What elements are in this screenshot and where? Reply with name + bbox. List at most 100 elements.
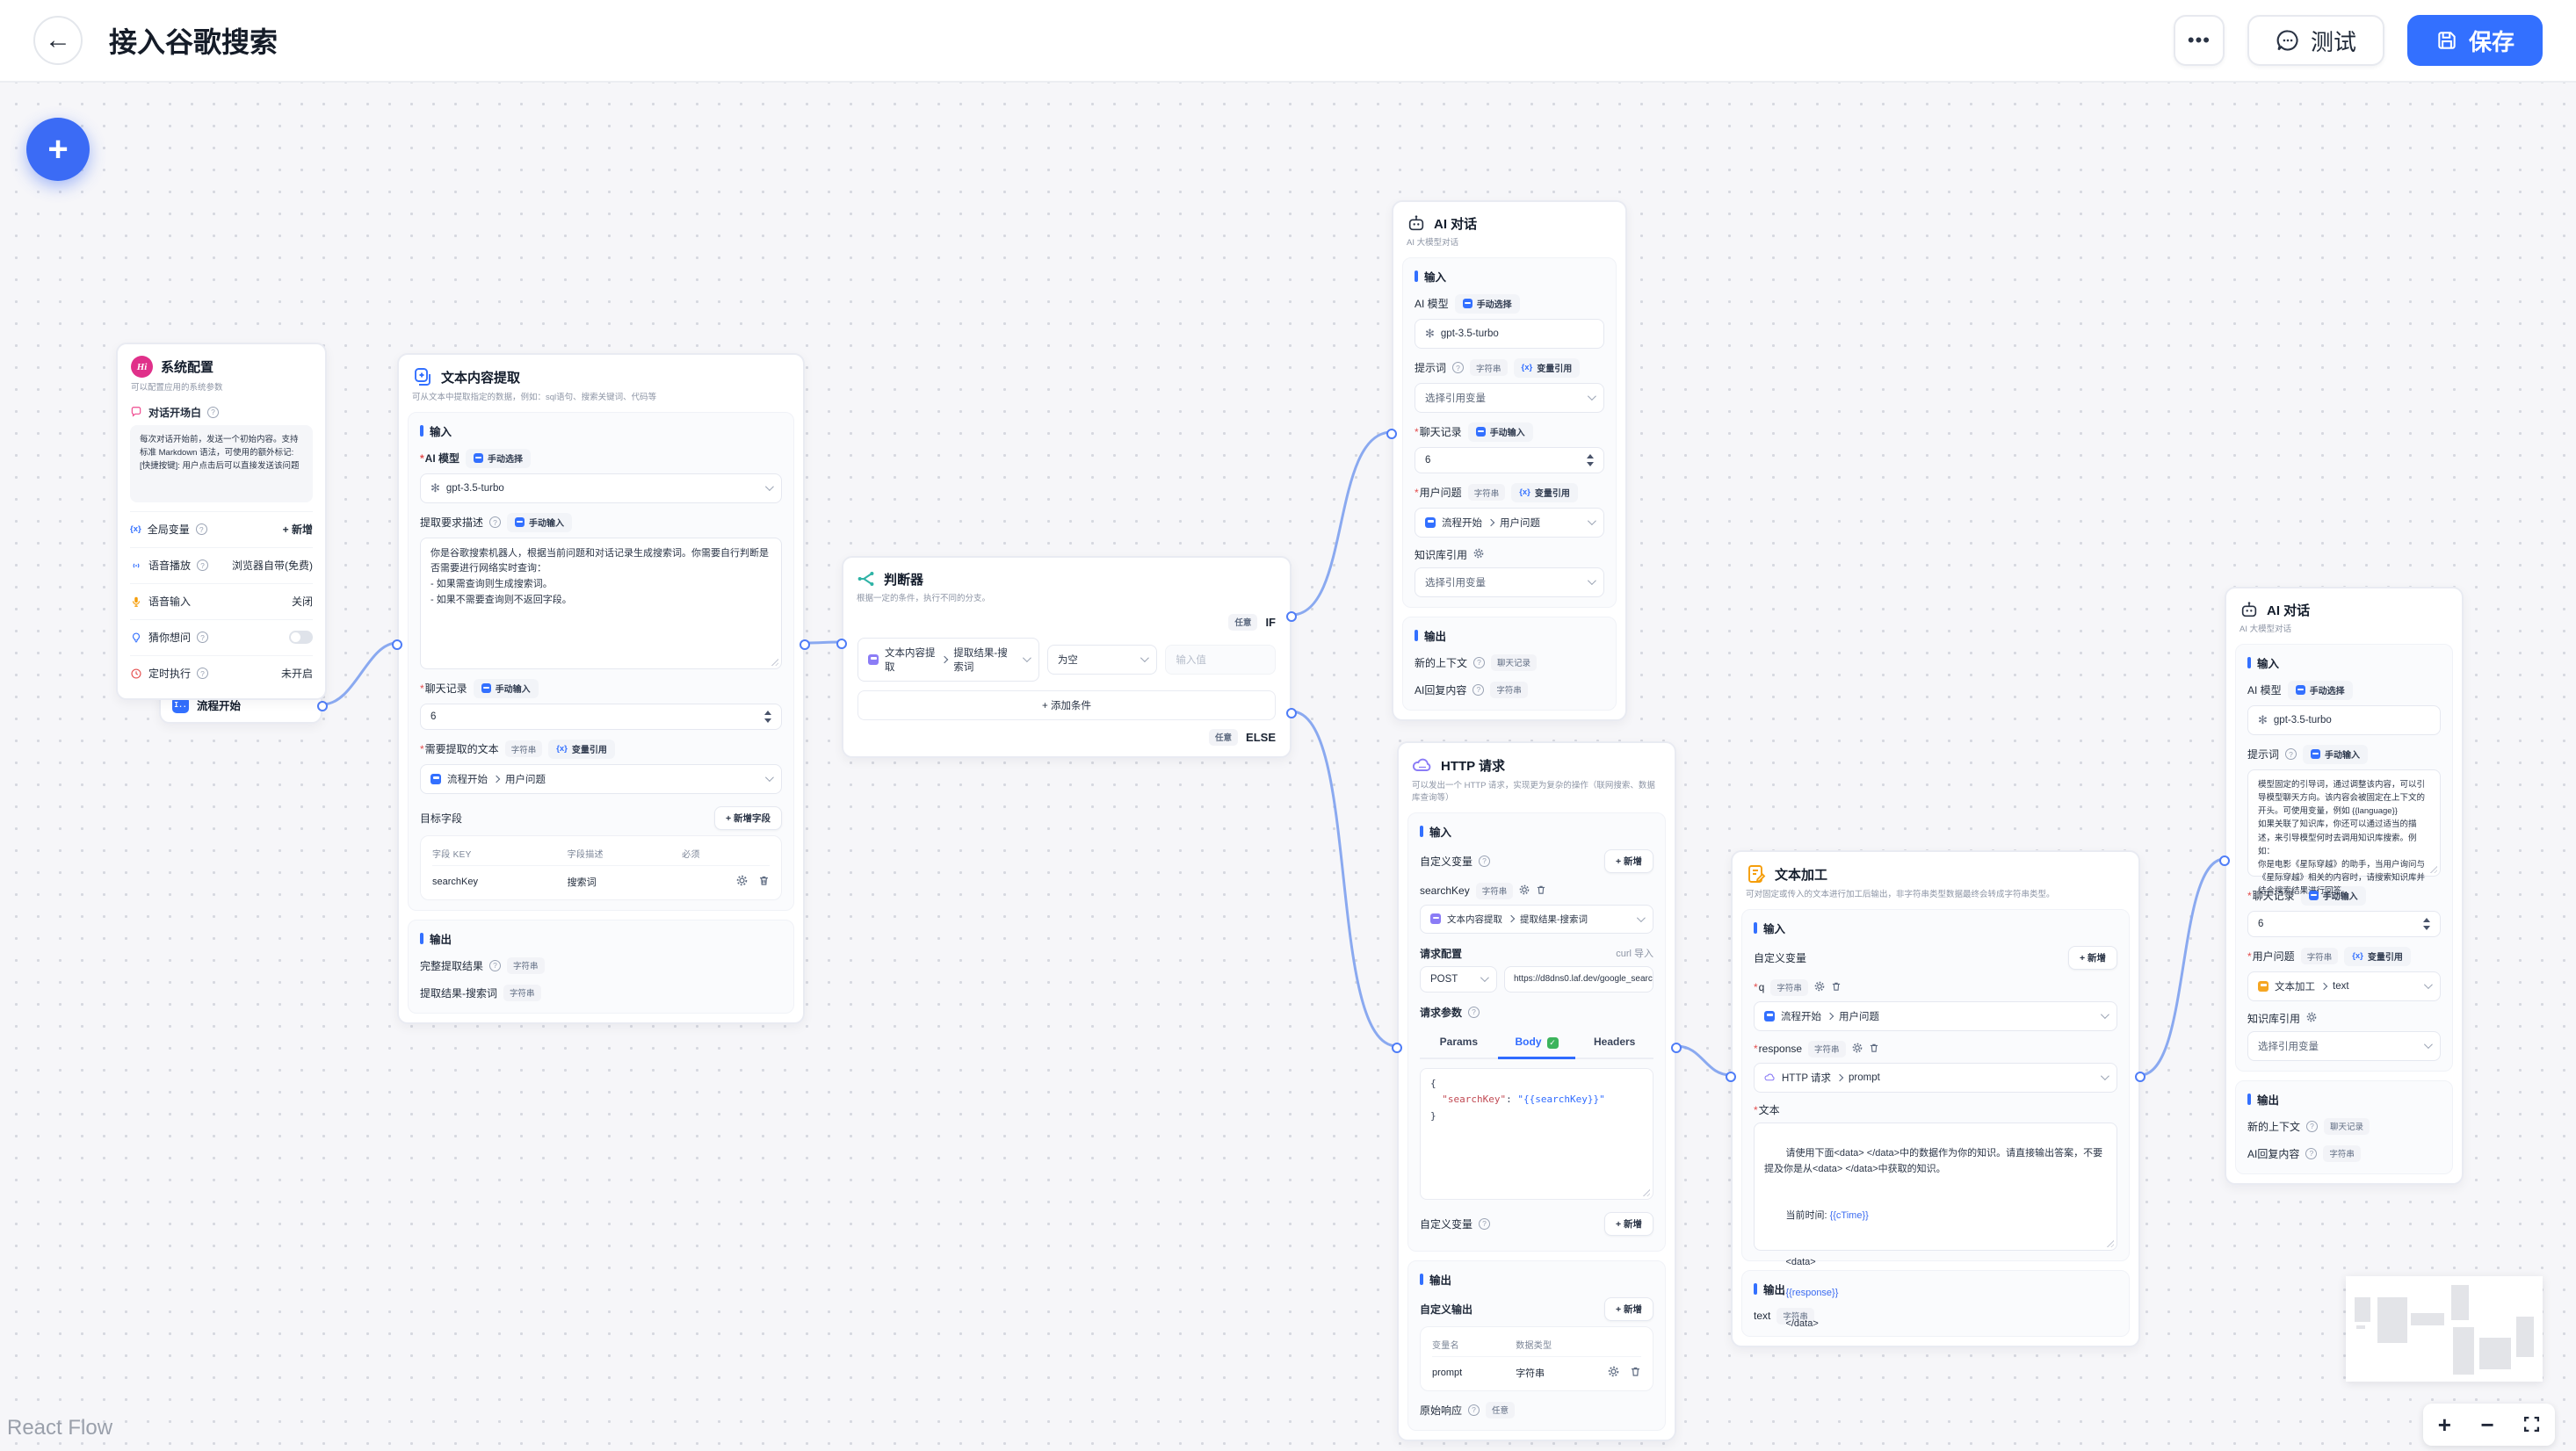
kb-ref-select[interactable]: 选择引用变量 <box>1415 567 1604 597</box>
voice-input-value[interactable]: 关闭 <box>291 596 313 609</box>
target-handle[interactable] <box>1386 429 1397 439</box>
gear-icon[interactable] <box>2306 1012 2317 1025</box>
prompt-textarea[interactable]: 模型固定的引导词，通过调整该内容，可以引导模型聊天方向。该内容会被固定在上下文的… <box>2247 769 2441 896</box>
more-menu-button[interactable]: ••• <box>2173 15 2225 66</box>
else-source-handle[interactable] <box>1286 708 1297 718</box>
history-number-input[interactable]: 6 <box>420 703 782 730</box>
question-ref-select[interactable]: 文本加工 text <box>2247 971 2441 1001</box>
response-ref-select[interactable]: HTTP 请求 prompt <box>1754 1062 2117 1093</box>
history-label: 聊天记录 <box>1415 424 1462 439</box>
source-handle[interactable] <box>800 639 810 650</box>
global-variable-icon: {x} <box>130 524 141 535</box>
condition-value-input[interactable]: 输入值 <box>1165 644 1276 675</box>
tab-headers[interactable]: Headers <box>1593 1035 1636 1048</box>
add-condition-button[interactable]: + 添加条件 <box>857 689 1276 720</box>
number-steppers[interactable] <box>2423 917 2430 930</box>
node-http-request[interactable]: HTTP 请求 可以发出一个 HTTP 请求，实现更为复杂的操作（联网搜索、数据… <box>1392 741 1682 1441</box>
kb-ref-select[interactable]: 选择引用变量 <box>2247 1030 2441 1061</box>
trash-icon[interactable] <box>1831 981 1842 994</box>
resize-handle[interactable] <box>1642 1188 1650 1196</box>
model-label: AI 模型 <box>2247 684 2282 697</box>
source-handle[interactable] <box>317 701 328 711</box>
node-text-process[interactable]: 文本加工 可对固定或传入的文本进行加工后输出，非字符串类型数据最终会转成字符串类… <box>1726 850 2145 1347</box>
tab-params[interactable]: Params <box>1439 1035 1479 1048</box>
add-variable-button[interactable]: + 新增 <box>2067 945 2117 970</box>
tts-value[interactable]: 浏览器自带(免费) <box>232 559 313 573</box>
if-source-handle[interactable] <box>1286 611 1297 622</box>
prompt-ref-select[interactable]: 选择引用变量 <box>1415 382 1604 413</box>
node-subtitle: 可以发出一个 HTTP 请求，实现更为复杂的操作（联网搜索、数据库查询等） <box>1412 781 1655 803</box>
welcome-textarea[interactable]: 每次对话开始前，发送一个初始内容。支持标准 Markdown 语法，可使用的额外… <box>130 424 313 502</box>
target-handle[interactable] <box>836 639 847 649</box>
gear-icon[interactable] <box>1608 1366 1619 1380</box>
guess-question-toggle[interactable] <box>289 631 313 645</box>
schedule-value[interactable]: 未开启 <box>280 668 313 681</box>
node-text-extract[interactable]: 文本内容提取 可从文本中提取指定的数据，例如：sql语句、搜索关键词、代码等 输… <box>392 353 810 1024</box>
row-label: 定时执行 <box>148 668 192 681</box>
help-icon: ? <box>2305 1147 2318 1159</box>
url-input[interactable]: https://d8dns0.laf.dev/google_search <box>1504 965 1653 993</box>
number-steppers[interactable] <box>764 710 771 723</box>
add-field-button[interactable]: + 新增字段 <box>713 805 782 830</box>
body-json-editor[interactable]: { "searchKey": "{{searchKey}}" } <box>1420 1067 1653 1200</box>
resize-handle[interactable] <box>2106 1238 2114 1247</box>
tab-body[interactable]: Body✓ <box>1497 1029 1576 1059</box>
gear-icon[interactable] <box>1814 981 1825 994</box>
kb-label: 知识库引用 <box>2247 1012 2301 1025</box>
chevron-down-icon <box>1636 913 1646 922</box>
resize-handle[interactable] <box>2429 864 2437 873</box>
fit-view-button[interactable] <box>2523 1411 2540 1439</box>
target-handle[interactable] <box>392 639 402 650</box>
node-condition[interactable]: 判断器 根据一定的条件，执行不同的分支。 任意 IF 文本内容提取 提取结果-搜… <box>836 556 1297 758</box>
trash-icon[interactable] <box>758 875 770 889</box>
test-button[interactable]: 测试 <box>2247 15 2384 66</box>
extract-desc-textarea[interactable]: 你是谷歌搜索机器人，根据当前问题和对话记录生成搜索词。你需要自行判断是否需要进行… <box>420 537 782 669</box>
operator-select[interactable]: 为空 <box>1046 644 1158 675</box>
q-ref-select[interactable]: 流程开始 用户问题 <box>1754 1000 2117 1031</box>
var-ref-select[interactable]: 文本内容提取 提取结果-搜索词 <box>1420 904 1653 934</box>
question-ref-select[interactable]: 流程开始 用户问题 <box>1415 507 1604 538</box>
condition-ref-select[interactable]: 文本内容提取 提取结果-搜索词 <box>857 637 1039 682</box>
node-ai-chat-top[interactable]: AI 对话 AI 大模型对话 输入 AI 模型 手动选择 ✻ gpt-3.5-t… <box>1386 200 1627 721</box>
add-variable-button[interactable]: + 新增 <box>1603 1211 1653 1236</box>
method-select[interactable]: POST <box>1420 965 1497 993</box>
add-variable-button[interactable]: + 新增 <box>282 523 313 537</box>
chevron-down-icon <box>1587 392 1596 401</box>
zoom-out-button[interactable]: − <box>2480 1411 2494 1438</box>
gear-icon[interactable] <box>1473 548 1484 561</box>
number-steppers[interactable] <box>1587 453 1594 466</box>
model-select[interactable]: ✻ gpt-3.5-turbo <box>2247 704 2441 735</box>
save-button[interactable]: 保存 <box>2406 15 2543 66</box>
source-handle[interactable] <box>2135 1072 2145 1082</box>
model-select[interactable]: ✻ gpt-3.5-turbo <box>420 473 782 503</box>
curl-import-button[interactable]: curl 导入 <box>1616 949 1653 960</box>
source-ref-select[interactable]: 流程开始 用户问题 <box>420 763 782 794</box>
add-node-button[interactable]: + <box>26 118 90 181</box>
resize-handle[interactable] <box>771 657 778 666</box>
node-ai-chat-right[interactable]: AI 对话 AI 大模型对话 输入 AI 模型 手动选择 ✻ gpt-3.5-t… <box>2219 587 2464 1185</box>
back-button[interactable]: ← <box>33 16 83 65</box>
zoom-in-button[interactable]: + <box>2437 1411 2451 1438</box>
extract-icon <box>412 366 433 387</box>
gear-icon[interactable] <box>736 875 748 889</box>
target-handle[interactable] <box>1392 1043 1402 1053</box>
add-output-button[interactable]: + 新增 <box>1603 1296 1653 1321</box>
trash-icon[interactable] <box>1869 1043 1879 1056</box>
trash-icon[interactable] <box>1536 884 1546 898</box>
gear-icon[interactable] <box>1852 1043 1863 1056</box>
chevron-down-icon <box>1140 653 1150 663</box>
source-handle[interactable] <box>1671 1043 1682 1053</box>
history-number-input[interactable]: 6 <box>2247 910 2441 937</box>
add-variable-button[interactable]: + 新增 <box>1603 848 1653 873</box>
node-system-config[interactable]: Hi 系统配置 可以配置应用的系统参数 对话开场白 ? 每次对话开始前，发送一个… <box>116 343 327 700</box>
history-number-input[interactable]: 6 <box>1415 446 1604 473</box>
gear-icon[interactable] <box>1519 884 1530 898</box>
text-template-textarea[interactable]: 请使用下面<data> </data>中的数据作为你的知识。请直接输出答案，不要… <box>1754 1122 2117 1329</box>
minimap[interactable] <box>2346 1276 2543 1382</box>
target-handle[interactable] <box>1726 1072 1736 1082</box>
target-handle[interactable] <box>2219 855 2230 866</box>
model-select[interactable]: ✻ gpt-3.5-turbo <box>1415 318 1604 349</box>
trash-icon[interactable] <box>1630 1366 1641 1380</box>
